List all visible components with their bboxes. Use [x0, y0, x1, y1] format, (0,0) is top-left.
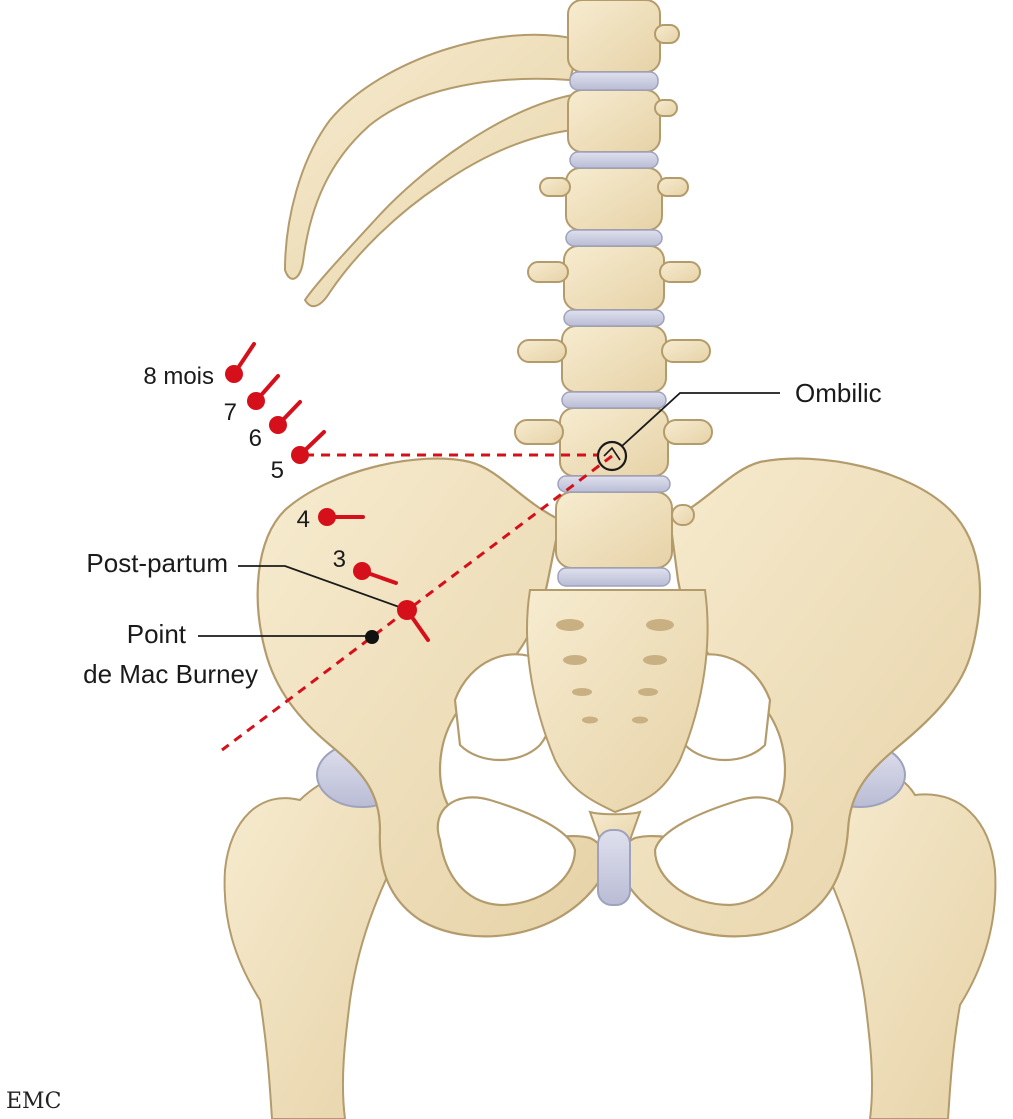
- label-point-line1: Point: [127, 619, 187, 649]
- stage-label-3: 3: [333, 546, 346, 573]
- label-post-partum: Post-partum: [86, 548, 228, 578]
- marker-7: [247, 376, 278, 410]
- emc-logo: EMC: [6, 1089, 61, 1114]
- mcburney-point-icon: [365, 630, 379, 644]
- stage-label-8-mois: 8 mois: [143, 363, 214, 390]
- label-ombilic: Ombilic: [795, 378, 882, 408]
- pubic-symphysis: [598, 830, 630, 905]
- stage-label-7: 7: [224, 399, 237, 426]
- stage-label-6: 6: [249, 425, 262, 452]
- stage-label-5: 5: [271, 457, 284, 484]
- upper-rib: [285, 35, 580, 279]
- sacrum-body: [527, 590, 708, 812]
- stage-label-4: 4: [297, 506, 310, 533]
- lumbar-spine: [515, 0, 712, 586]
- sacrum: [527, 590, 708, 848]
- marker-6: [269, 402, 300, 434]
- label-point-line2: de Mac Burney: [83, 659, 258, 689]
- marker-5: [291, 432, 324, 464]
- marker-8-mois: [225, 344, 254, 383]
